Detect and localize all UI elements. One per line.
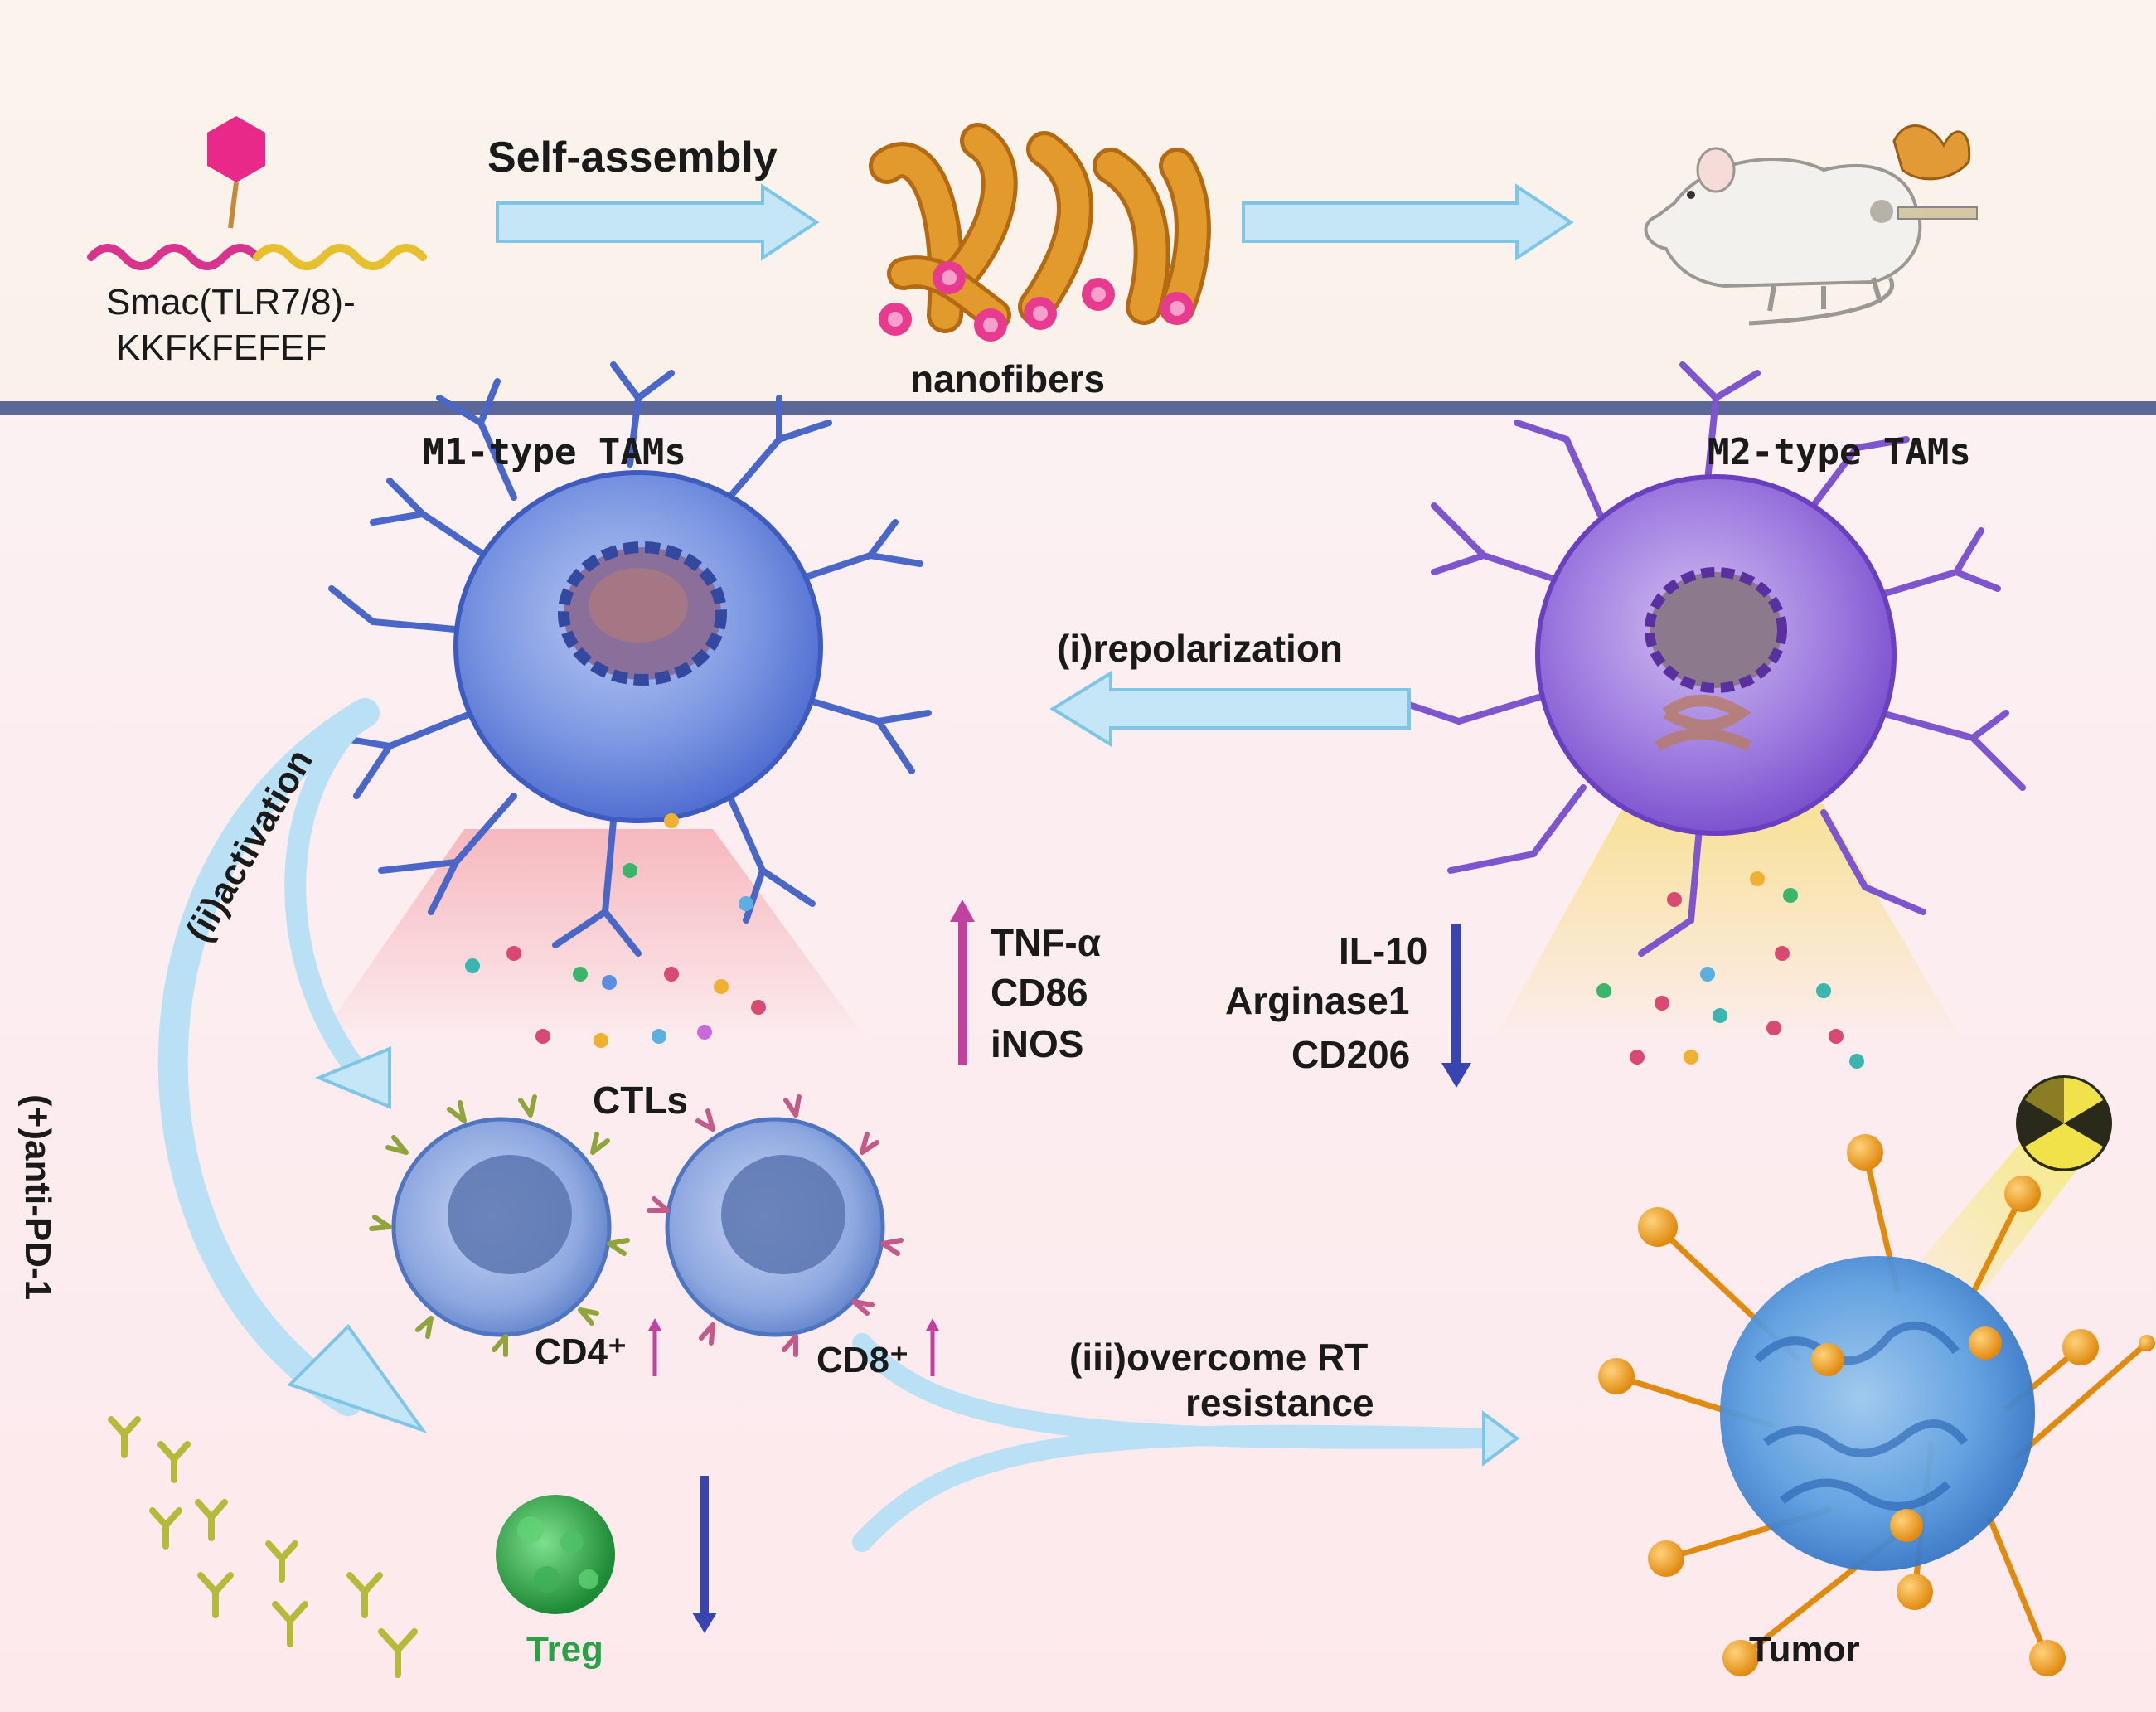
m1-title: M1-type TAMs bbox=[423, 431, 686, 473]
panel-divider bbox=[0, 401, 2156, 415]
marker-cd206: CD206 bbox=[1291, 1033, 1411, 1076]
molecule-label-line2: KKFKFEFEF bbox=[116, 327, 327, 368]
self-assembly-arrow bbox=[496, 183, 820, 261]
anti-pd1-arrow bbox=[157, 698, 428, 1433]
marker-il10: IL-10 bbox=[1339, 929, 1428, 972]
repolarization-label: (i)repolarization bbox=[1057, 627, 1344, 670]
treg-down-arrow bbox=[692, 1476, 717, 1633]
cd4-label: CD4⁺ bbox=[535, 1331, 627, 1372]
overcome-rt-resistance-arrow bbox=[852, 1333, 1520, 1552]
marker-inos: iNOS bbox=[991, 1022, 1084, 1065]
overcome-label-line1: (iii)overcome RT bbox=[1069, 1336, 1369, 1379]
repolarization-arrow bbox=[1049, 670, 1411, 748]
mouse-icon bbox=[1644, 124, 1978, 326]
anti-pd1-antibodies-icon bbox=[108, 1416, 418, 1678]
m1-secretion-cone bbox=[315, 829, 870, 1045]
cd4-t-cell-icon bbox=[369, 1094, 630, 1357]
cd8-up-arrow bbox=[926, 1318, 939, 1376]
marker-arginase1: Arginase1 bbox=[1225, 979, 1410, 1022]
treg-cell-icon bbox=[496, 1495, 615, 1614]
cytokine-dots-m1 bbox=[465, 813, 766, 1048]
nanofibers-icon bbox=[869, 123, 1211, 333]
treg-label: Treg bbox=[526, 1629, 603, 1670]
self-assembly-label: Self-assembly bbox=[487, 133, 778, 182]
m1-macrophage-icon bbox=[328, 361, 932, 957]
molecule-label-line1: Smac(TLR7/8)- bbox=[106, 282, 356, 323]
m2-macrophage-icon bbox=[1406, 361, 2026, 957]
nanofiber-cross-sections bbox=[879, 261, 1194, 342]
peptide-molecule-icon bbox=[87, 116, 427, 270]
tumor-icon bbox=[1598, 1134, 2155, 1676]
anti-pd1-label: (+)anti-PD-1 bbox=[17, 1094, 58, 1301]
downregulation-arrow bbox=[1441, 924, 1471, 1088]
upregulation-arrow bbox=[950, 900, 975, 1065]
injection-arrow bbox=[1242, 183, 1574, 261]
m2-secretion-cone bbox=[1492, 804, 1965, 1045]
cd8-label: CD8⁺ bbox=[816, 1340, 909, 1380]
marker-tnf-alpha: TNF-α bbox=[991, 921, 1102, 964]
cytokine-dots-m2 bbox=[1596, 871, 1864, 1069]
m2-title: M2-type TAMs bbox=[1708, 431, 1971, 473]
ctls-label: CTLs bbox=[593, 1079, 688, 1122]
nanofibers-label: nanofibers bbox=[910, 357, 1106, 400]
radiation-beam-icon bbox=[1906, 1075, 2112, 1293]
marker-cd86: CD86 bbox=[991, 971, 1088, 1014]
overcome-label-line2: resistance bbox=[1185, 1381, 1374, 1424]
cd4-up-arrow bbox=[648, 1318, 661, 1376]
tumor-label: Tumor bbox=[1749, 1629, 1860, 1670]
cd8-t-cell-icon bbox=[647, 1094, 904, 1357]
